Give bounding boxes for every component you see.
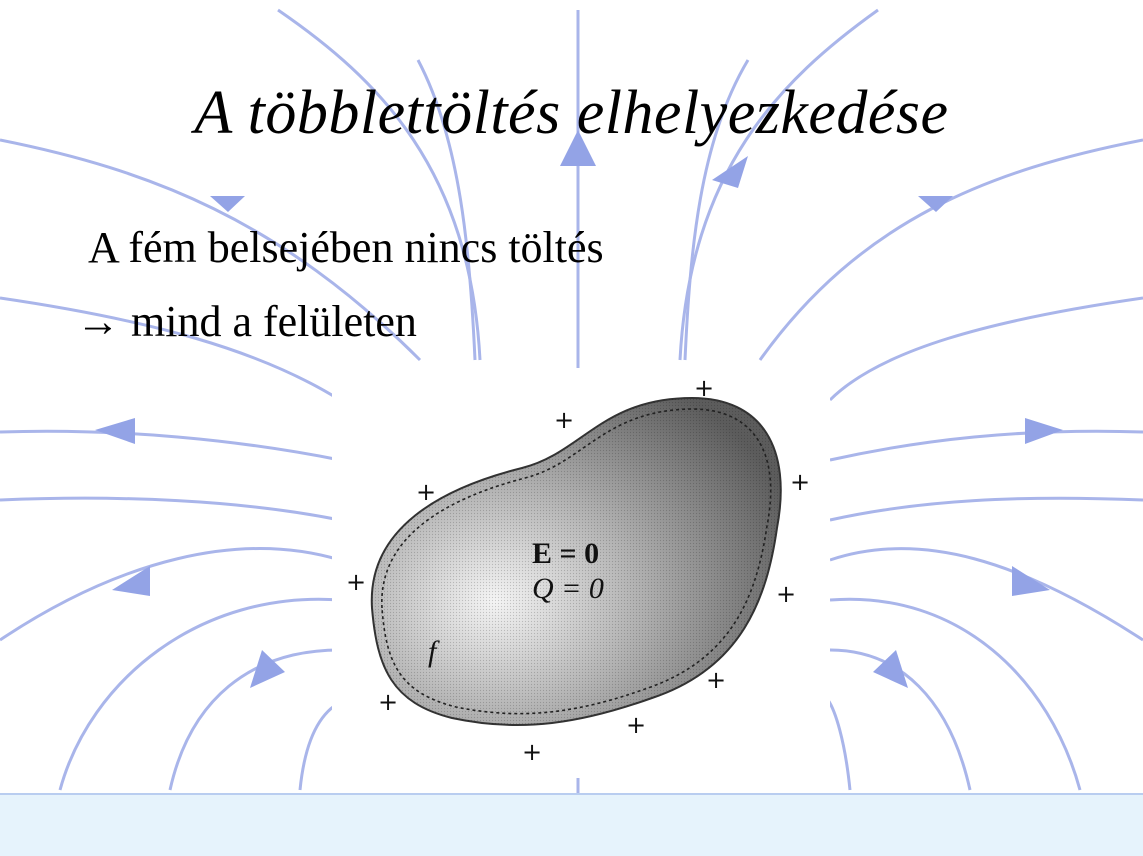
field-line <box>830 498 1143 520</box>
field-line <box>680 10 878 360</box>
field-line <box>170 650 340 790</box>
plus-charge: + <box>790 468 810 496</box>
slide-title: A többlettöltés elhelyezkedése <box>0 78 1143 149</box>
field-line <box>830 298 1143 400</box>
field-arrow-icon <box>95 418 135 444</box>
body-text-line2: → mind a felületen <box>76 296 417 347</box>
conductor-figure: E = 0 Q = 0 f + + + + + + + + + + <box>332 368 830 778</box>
field-line <box>830 549 1143 640</box>
plus-charge: + <box>694 374 714 402</box>
field-arrow-icon <box>1012 566 1050 596</box>
field-line <box>0 549 340 640</box>
field-arrow-icon <box>918 196 953 212</box>
charge-zero-label: Q = 0 <box>532 572 604 605</box>
field-line <box>830 599 1080 790</box>
plus-charge: + <box>776 580 796 608</box>
body-text-line1: A fém belsejében nincs töltés <box>88 222 604 273</box>
plus-charge: + <box>522 738 542 766</box>
field-line <box>828 700 850 790</box>
field-arrow-icon <box>1025 418 1063 444</box>
field-line <box>0 431 340 460</box>
field-arrow-icon <box>112 566 150 596</box>
field-arrow-icon <box>873 650 908 688</box>
ground-plane <box>0 794 1143 856</box>
plus-charge: + <box>554 406 574 434</box>
plus-charge: + <box>706 666 726 694</box>
plus-charge: + <box>346 568 366 596</box>
plus-charge: + <box>416 478 436 506</box>
field-line <box>760 140 1143 360</box>
field-line <box>60 599 340 790</box>
field-zero-label: E = 0 <box>532 537 599 570</box>
field-line <box>830 431 1143 460</box>
field-line <box>0 498 340 520</box>
field-arrow-icon <box>712 156 748 188</box>
plus-charge: + <box>626 711 646 739</box>
plus-charge: + <box>378 688 398 716</box>
